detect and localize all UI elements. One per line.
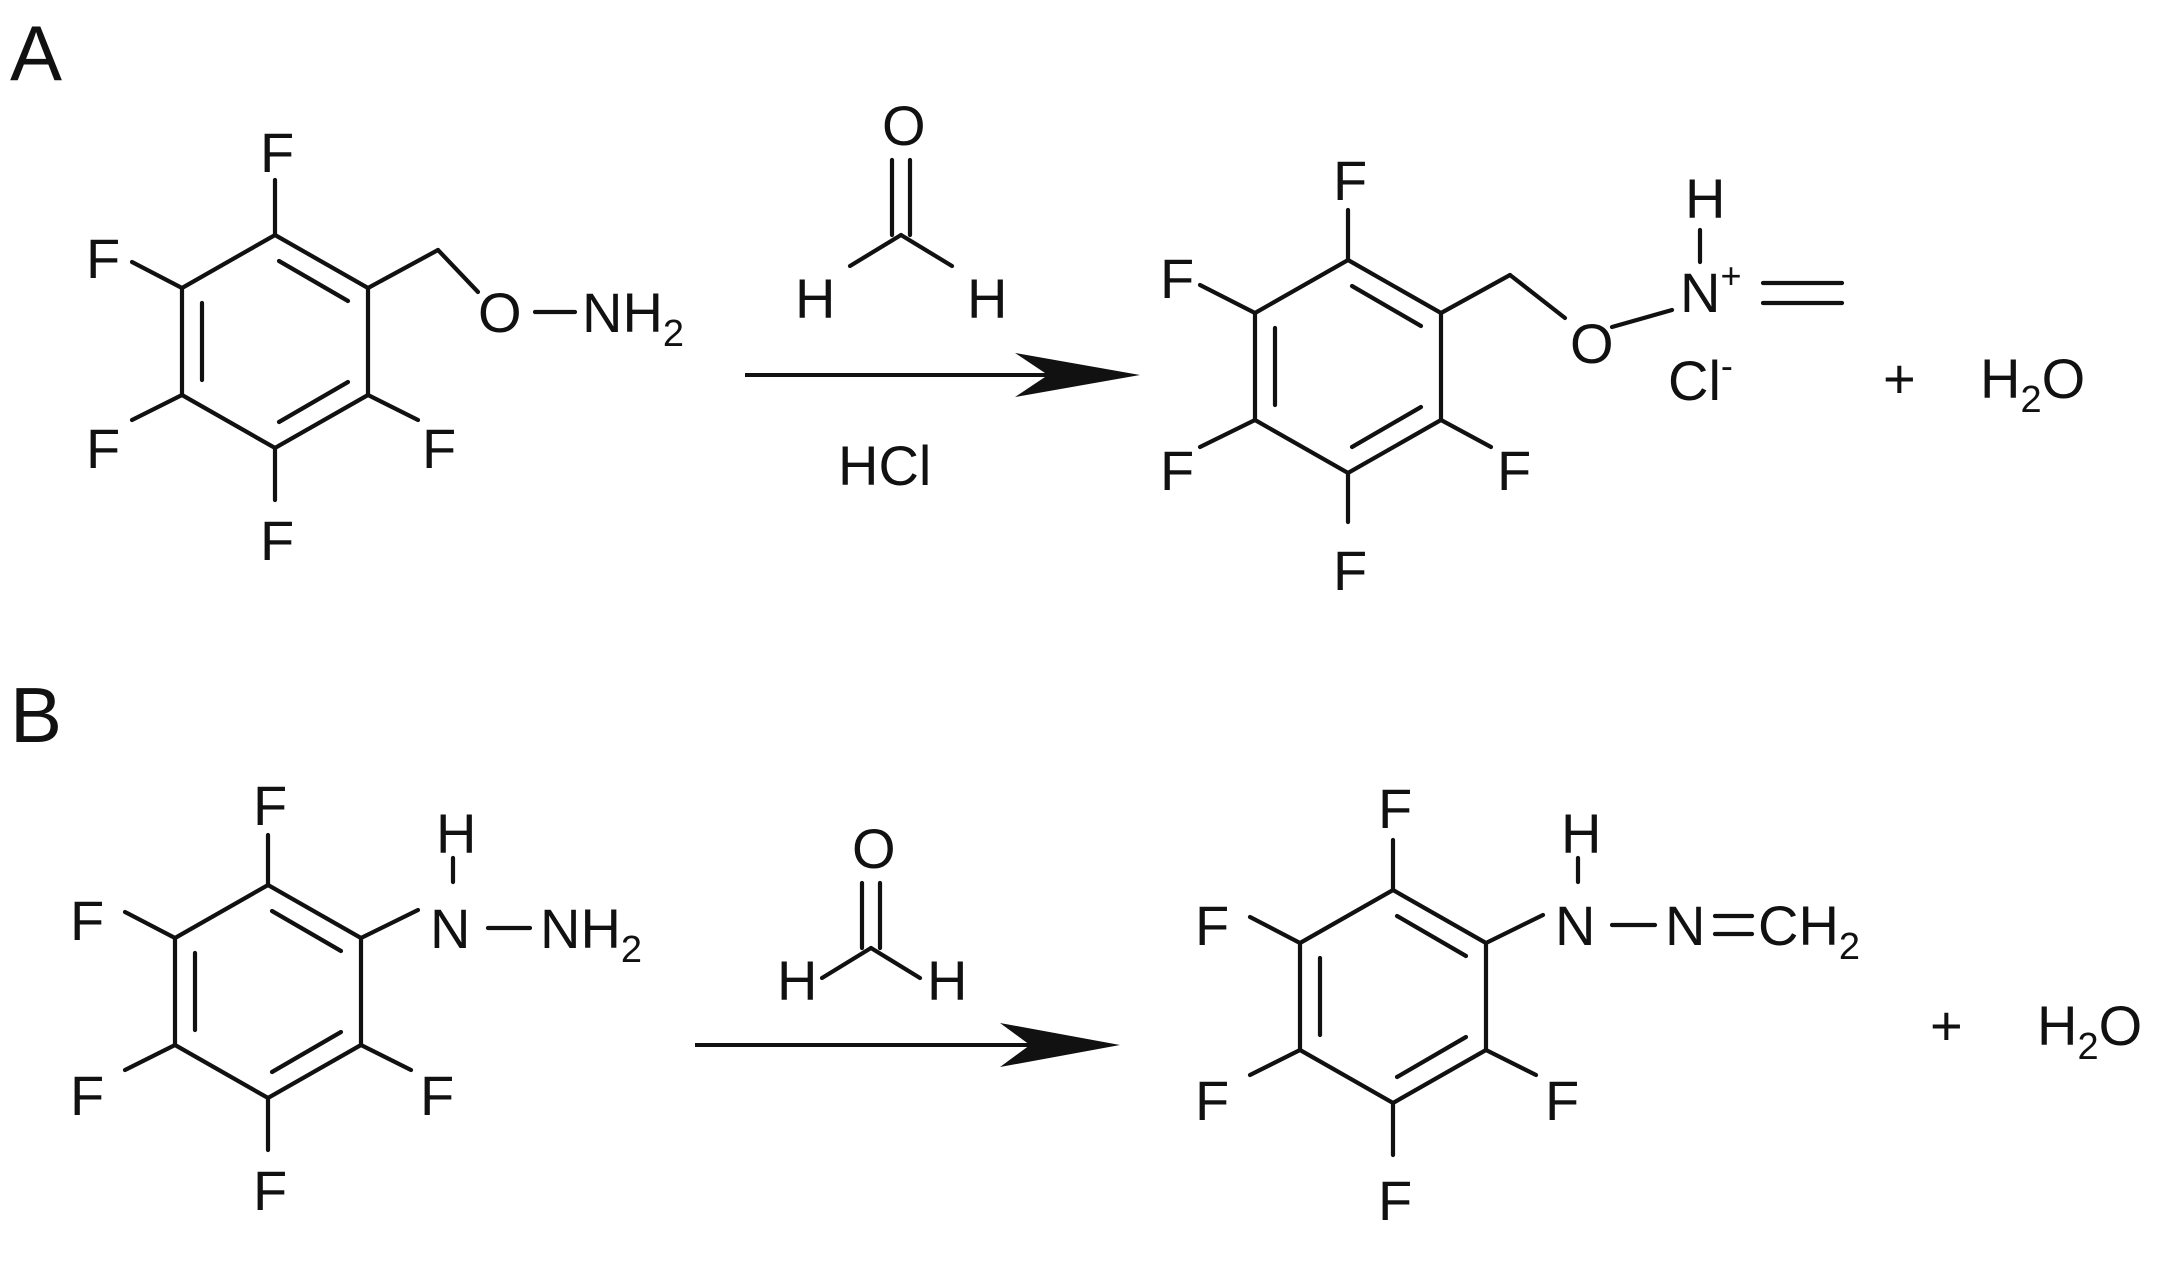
catalyst-label: HCl: [838, 434, 931, 497]
reactant-b-fluorine: F: [70, 889, 104, 952]
product-a-fluorine: F: [1333, 149, 1367, 212]
reaction-arrow-b: [695, 1023, 1120, 1067]
product-b-hydrazone-nitrogen: N: [1555, 894, 1595, 957]
reactant-b-fluorine: F: [420, 1064, 454, 1127]
formaldehyde-hydrogen: H: [795, 267, 835, 330]
product-a-structure: F F F F F O H N+ Cl-: [1160, 149, 1845, 602]
panel-b-label: B: [10, 671, 62, 759]
product-b-fluorine: F: [1195, 1069, 1229, 1132]
plus-sign-a: +: [1883, 347, 1916, 410]
reactant-a-fluorine: F: [422, 417, 456, 480]
byproduct-water-b: H2O: [2037, 994, 2142, 1068]
reactant-b-ring-double-bonds: [192, 908, 344, 1075]
reactant-b-substituent-bonds: [122, 832, 533, 1153]
reactant-a-ring-double-bonds: [199, 258, 351, 425]
reactant-a-fluorine: F: [260, 509, 294, 572]
panel-b: B F F F F F H: [10, 671, 2142, 1232]
reactant-b-structure: F F F F F H N NH2: [70, 774, 642, 1222]
plus-sign-b: +: [1930, 994, 1963, 1057]
product-a-benzene-ring: [1252, 257, 1444, 476]
formaldehyde-hydrogen: H: [777, 949, 817, 1012]
reactant-b-fluorine: F: [253, 1159, 287, 1222]
product-a-fluorine: F: [1333, 539, 1367, 602]
reactant-a-oxygen: O: [478, 281, 522, 344]
reagent-a-formaldehyde: O H H: [795, 94, 1007, 330]
reactant-b-fluorine: F: [70, 1064, 104, 1127]
reactant-b-fluorine: F: [253, 774, 287, 837]
product-a-fluorine: F: [1497, 439, 1531, 502]
reactant-a-amino-group: NH2: [582, 281, 684, 355]
reactant-b-hydrazine-nitrogen: N: [430, 897, 470, 960]
reactant-b-hydrazine-hydrogen: H: [436, 802, 476, 865]
product-a-iminium-nitrogen: N+: [1680, 255, 1741, 324]
panel-a: A F F F F F O: [10, 9, 2085, 602]
product-b-structure: F F F F F H N N CH2: [1195, 777, 1860, 1232]
reaction-arrow-a: [745, 353, 1140, 397]
product-a-oxygen: O: [1570, 312, 1614, 375]
product-b-methylene-group: CH2: [1758, 894, 1860, 968]
reactant-a-substituent-bonds: [129, 177, 578, 503]
product-b-fluorine: F: [1195, 894, 1229, 957]
product-a-iminium-hydrogen: H: [1685, 167, 1725, 230]
panel-a-label: A: [10, 9, 62, 97]
reactant-a-fluorine: F: [86, 227, 120, 290]
reactant-a-benzene-ring: [179, 232, 371, 451]
product-b-imine-nitrogen: N: [1665, 894, 1705, 957]
reactant-a-fluorine: F: [260, 121, 294, 184]
product-b-fluorine: F: [1378, 777, 1412, 840]
product-a-fluorine: F: [1160, 247, 1194, 310]
formaldehyde-oxygen: O: [882, 94, 926, 157]
product-a-chloride: Cl-: [1668, 345, 1733, 412]
byproduct-water-a: H2O: [1980, 347, 2085, 421]
product-b-substituent-bonds: [1247, 837, 1755, 1158]
product-a-fluorine: F: [1160, 439, 1194, 502]
product-b-ring-double-bonds: [1317, 913, 1469, 1080]
reactant-b-amino-group: NH2: [540, 897, 642, 971]
product-b-fluorine: F: [1545, 1069, 1579, 1132]
formaldehyde-hydrogen: H: [967, 267, 1007, 330]
reactant-a-structure: F F F F F O NH2: [86, 121, 684, 572]
reagent-b-formaldehyde: O H H: [777, 817, 967, 1012]
product-b-benzene-ring: [1297, 887, 1489, 1106]
product-a-ring-double-bonds: [1272, 283, 1424, 450]
reactant-b-benzene-ring: [172, 882, 364, 1101]
product-a-substituent-bonds: [1197, 207, 1845, 525]
reactant-a-fluorine: F: [86, 417, 120, 480]
formaldehyde-oxygen: O: [852, 817, 896, 880]
product-b-hydrazone-hydrogen: H: [1561, 802, 1601, 865]
product-b-fluorine: F: [1378, 1169, 1412, 1232]
formaldehyde-hydrogen: H: [927, 949, 967, 1012]
